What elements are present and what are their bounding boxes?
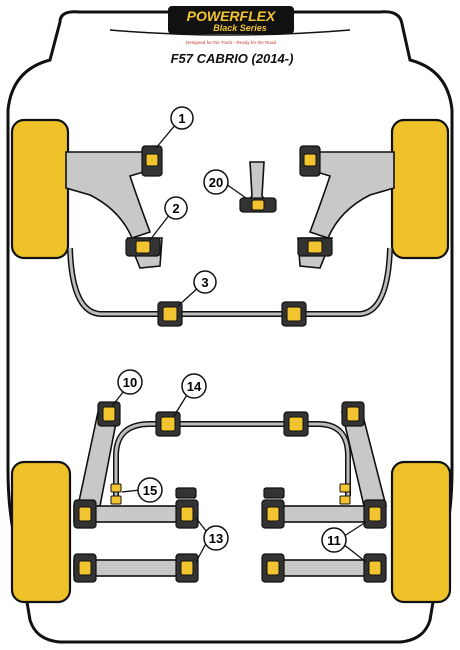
rear-arm-bushes: [73, 487, 387, 583]
front-right-wishbone: [308, 151, 395, 239]
callout-2: 2: [164, 196, 188, 220]
callout-11: 11: [321, 527, 347, 553]
svg-text:13: 13: [209, 531, 223, 546]
front-left-wishbone: [65, 151, 152, 239]
callout-15: 15: [137, 477, 163, 503]
front-anti-roll-bar: [67, 247, 393, 317]
callout-14: 14: [181, 373, 207, 399]
powerflex-logo: POWERFLEX Black Series Designed for the …: [168, 6, 294, 45]
rear-left-drop-link-bush: [110, 483, 122, 493]
svg-text:14: 14: [187, 379, 202, 394]
svg-text:3: 3: [201, 275, 208, 290]
svg-text:20: 20: [209, 175, 223, 190]
svg-text:10: 10: [123, 375, 137, 390]
svg-text:1: 1: [178, 111, 185, 126]
front-left-tyre: [10, 118, 70, 260]
rear-left-tyre: [10, 460, 72, 604]
model-title: F57 CABRIO (2014-): [171, 51, 294, 66]
svg-text:15: 15: [143, 483, 157, 498]
logo-series: Black Series: [213, 23, 267, 33]
front-right-tyre: [390, 118, 450, 260]
callout-3: 3: [193, 270, 217, 294]
callout-leaders: [111, 123, 367, 563]
svg-text:11: 11: [327, 533, 341, 548]
logo-brand: POWERFLEX: [187, 8, 277, 24]
logo-tagline: Designed for the Track - Ready for the R…: [186, 40, 277, 45]
callout-13: 13: [203, 525, 229, 551]
car-body-outline: [6, 10, 454, 644]
bonnet-line: [109, 29, 351, 36]
callout-20: 20: [203, 169, 229, 195]
callout-1: 1: [170, 106, 194, 130]
svg-text:2: 2: [172, 201, 179, 216]
callout-10: 10: [117, 369, 143, 395]
rear-right-drop-link-bush: [339, 483, 351, 493]
rear-right-tyre: [390, 460, 452, 604]
